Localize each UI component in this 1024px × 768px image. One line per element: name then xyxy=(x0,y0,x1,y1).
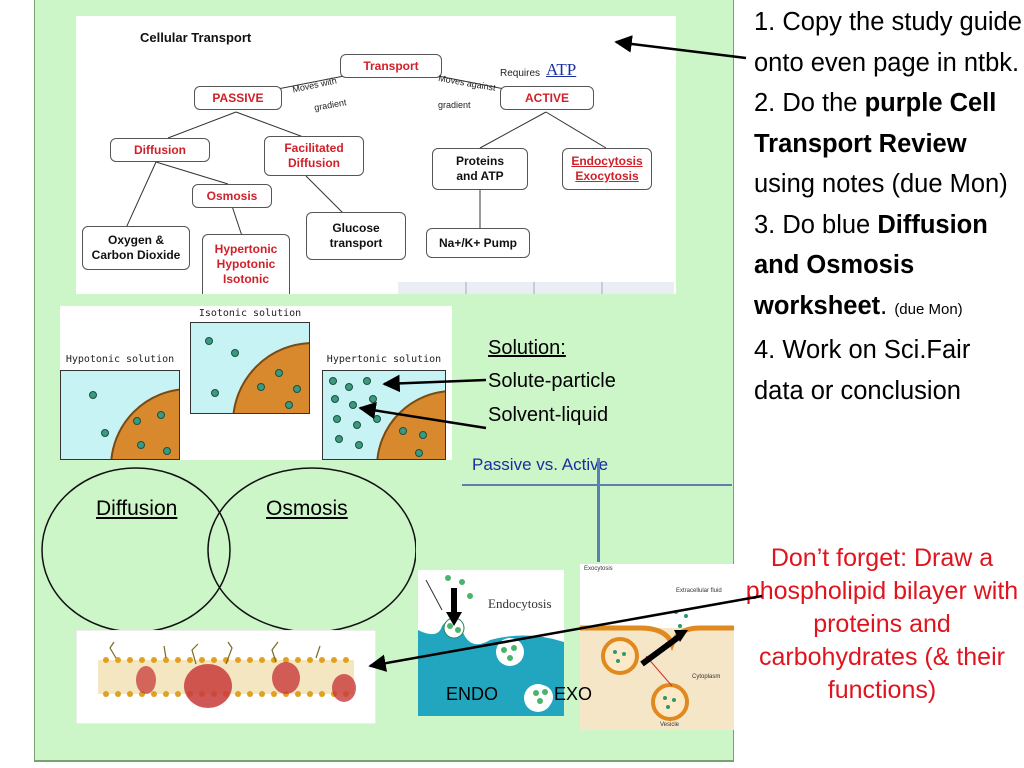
vesicle-icon xyxy=(529,685,553,709)
node-transport: Transport xyxy=(340,54,442,78)
node-oxygen-line1: Oxygen & xyxy=(107,233,164,247)
instructions: 1. Copy the study guide onto even page i… xyxy=(754,2,1022,411)
solutions-figure: Hypotonic solution Isotonic solution Hyp… xyxy=(60,306,452,460)
instruction-3: 3. Do blue Diffusion and Osmosis workshe… xyxy=(754,205,1022,331)
isotonic-box xyxy=(190,322,310,414)
instruction-1: 1. Copy the study guide onto even page i… xyxy=(754,8,1022,77)
exo-label: EXO xyxy=(554,684,593,704)
node-facilitated-diffusion: Facilitated Diffusion xyxy=(264,136,364,176)
concept-map: Cellular Transport Transport PASSIVE ACT… xyxy=(76,16,676,294)
concept-map-connectors xyxy=(125,75,674,294)
node-passive: PASSIVE xyxy=(194,86,282,110)
instruction-2-c: using notes (due Mon) xyxy=(754,170,1008,198)
instruction-2-a: 2. Do the xyxy=(754,89,865,117)
node-oxygen-line2: Carbon Dioxide xyxy=(91,248,181,262)
node-oxygen: Oxygen & Carbon Dioxide xyxy=(82,226,190,270)
node-osmosis: Osmosis xyxy=(192,184,272,208)
node-endocytosis: Endocytosis xyxy=(571,154,643,168)
hypertonic-box xyxy=(322,370,446,460)
node-endo-exo: Endocytosis Exocytosis xyxy=(562,148,652,190)
label-requires: Requires xyxy=(500,68,541,79)
label-atp: ATP xyxy=(546,60,577,79)
endo-label: ENDO xyxy=(446,684,499,704)
hypotonic-box xyxy=(60,370,180,460)
node-hypertonic: Hypertonic xyxy=(214,242,278,256)
instruction-3-c: . xyxy=(880,291,895,320)
instruction-4: 4. Work on Sci.Fair data or conclusion xyxy=(754,336,971,405)
cytoplasm-label: Cytoplasm xyxy=(692,674,721,680)
reminder-text: Don’t forget: Draw a phospholipid bilaye… xyxy=(745,544,1019,704)
node-proteins-line2: and ATP xyxy=(456,169,504,183)
solution-heading: Solution: xyxy=(488,337,566,359)
node-glucose-line1: Glucose xyxy=(332,221,380,235)
concept-map-title: Cellular Transport xyxy=(140,30,252,45)
exocytosis-image: Exocytosis Extracellular fluid Cytoplasm… xyxy=(580,564,734,730)
hypotonic-title: Hypotonic solution xyxy=(60,354,180,365)
venn-label-osmosis: Osmosis xyxy=(266,497,348,520)
extracellular-label: Extracellular fluid xyxy=(676,588,722,594)
venn-label-diffusion: Diffusion xyxy=(96,497,178,520)
endocytosis-title: Endocytosis xyxy=(488,596,552,611)
node-exocytosis: Exocytosis xyxy=(575,169,639,183)
node-hypotonic: Hypotonic xyxy=(216,257,276,271)
node-facilitated-line1: Facilitated xyxy=(284,141,344,155)
node-proteins-atp: Proteins and ATP xyxy=(432,148,528,190)
exocytosis-title: Exocytosis xyxy=(584,566,613,572)
node-isotonic: Isotonic xyxy=(222,272,269,286)
node-facilitated-line2: Diffusion xyxy=(288,156,340,170)
node-active: ACTIVE xyxy=(500,86,594,110)
instruction-3-bold: Diffusion and Osmosis worksheet xyxy=(754,210,988,320)
instruction-2: 2. Do the purple Cell Transport Review u… xyxy=(754,83,1022,205)
hypertonic-title: Hypertonic solution xyxy=(322,354,446,365)
solute-note: Solute-particle xyxy=(488,370,616,392)
node-glucose-line2: transport xyxy=(329,236,383,250)
label-moves-against-gradient: gradient xyxy=(438,100,471,110)
node-glucose: Glucose transport xyxy=(306,212,406,260)
instruction-3-due: (due Mon) xyxy=(894,300,963,318)
venn-diagram xyxy=(41,467,416,633)
node-diffusion: Diffusion xyxy=(110,138,210,162)
solvent-note: Solvent-liquid xyxy=(488,404,609,426)
node-tonicity: Hypertonic Hypotonic Isotonic xyxy=(202,234,290,294)
node-pump: Na+/K+ Pump xyxy=(426,228,530,258)
divider-vertical xyxy=(597,458,600,562)
node-proteins-line1: Proteins xyxy=(455,154,504,168)
phospholipid-membrane-image xyxy=(76,630,376,724)
instruction-3-a: 3. Do blue xyxy=(754,210,878,239)
vesicle-label: Vesicle xyxy=(660,722,680,728)
isotonic-title: Isotonic solution xyxy=(190,308,310,319)
instruction-2-bold: purple Cell Transport Review xyxy=(754,89,997,158)
passive-vs-active: Passive vs. Active xyxy=(472,455,609,474)
